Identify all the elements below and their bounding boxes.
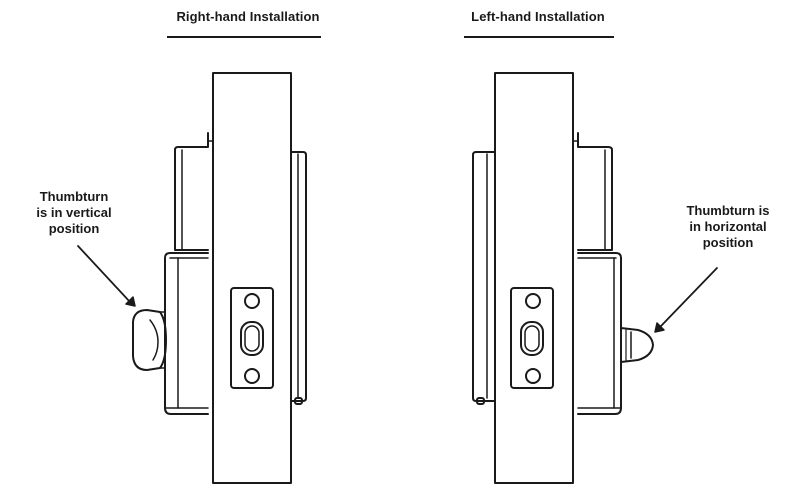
right-hand-lock-drawing [132,72,307,484]
interior-housing-upper-right [577,132,613,251]
strike-plate-left [230,287,274,389]
heading-underline-right [464,36,614,38]
arrowhead-left [125,296,136,307]
callout-arrow-right [660,267,718,327]
callout-line: Thumbturn [39,189,109,204]
thumbturn-vertical-icon [132,309,167,371]
heading-underline-left [167,36,321,38]
exterior-trim-left [290,151,307,402]
callout-arrow-left [77,245,131,303]
exterior-trim-right [472,151,496,402]
callout-line: Thumbturn is [686,203,770,218]
callout-thumbturn-horizontal: Thumbturn is in horizontal position [668,203,788,251]
heading-left-hand-installation: Left-hand Installation [471,9,605,24]
left-hand-lock-drawing [472,72,654,484]
callout-thumbturn-vertical: Thumbturn is in vertical position [14,189,134,237]
arrowhead-right [654,322,665,333]
thumbturn-horizontal-icon [620,327,654,363]
strike-plate-right [510,287,554,389]
door-slab-right [494,72,574,484]
callout-line: in horizontal [689,219,767,234]
callout-line: position [48,221,100,236]
heading-right-hand-installation: Right-hand Installation [176,9,320,24]
callout-line: position [702,235,754,250]
door-slab-left [212,72,292,484]
interior-housing-lower-left [164,252,209,415]
callout-line: is in vertical [36,205,112,220]
interior-housing-upper-left [174,132,209,251]
